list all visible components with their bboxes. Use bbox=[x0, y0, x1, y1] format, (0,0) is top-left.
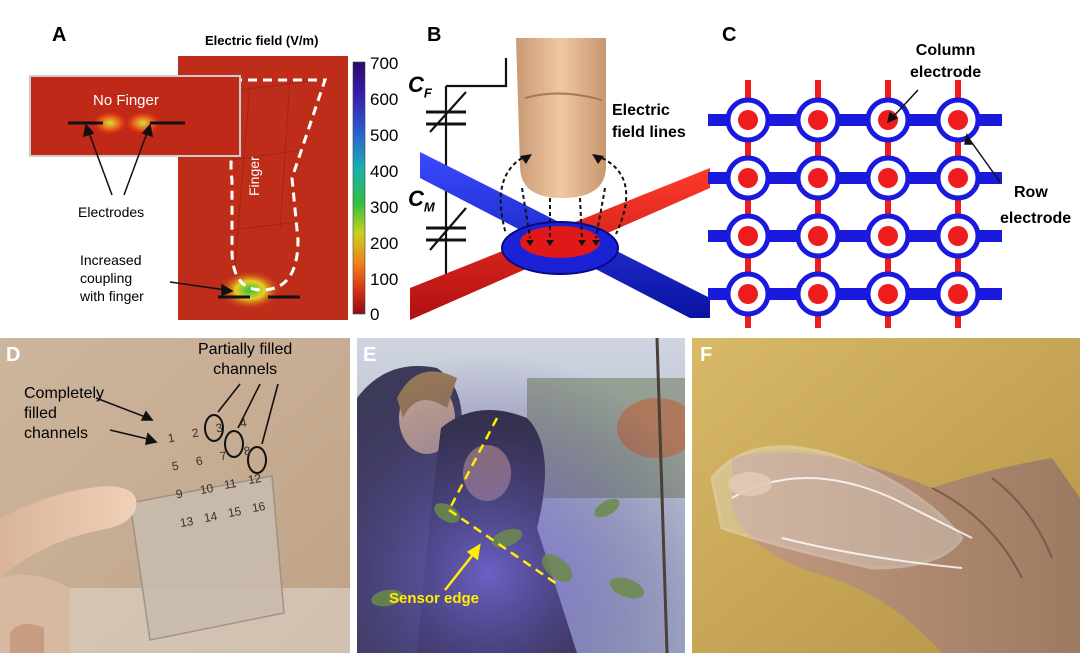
panel-f-photo: F bbox=[692, 338, 1080, 653]
panel-letter-e: E bbox=[363, 344, 377, 366]
arm-photo bbox=[0, 338, 350, 653]
sensor-sleeve bbox=[710, 445, 964, 570]
colorbar-tick: 0 bbox=[370, 305, 380, 324]
colorbar-tick: 100 bbox=[370, 270, 399, 289]
electrode-node bbox=[738, 110, 758, 130]
panel-letter-f: F bbox=[700, 344, 713, 366]
sensor-pixel-number: 14 bbox=[202, 508, 219, 526]
sensor-pixel-number: 13 bbox=[178, 513, 195, 531]
panel-letter-b: B bbox=[427, 24, 442, 46]
field-photo bbox=[357, 338, 685, 653]
colorbar-tick: 200 bbox=[370, 234, 399, 253]
finger-sleeve-photo bbox=[692, 338, 1080, 653]
electrode-node bbox=[948, 284, 968, 304]
field-title: Electric field (V/m) bbox=[205, 33, 319, 48]
partially-filled-label: Partially filled channels bbox=[198, 341, 293, 378]
sensor-sheet bbox=[129, 475, 285, 641]
field-simulation-figure bbox=[29, 56, 366, 320]
colorbar-tick: 700 bbox=[370, 54, 399, 73]
electrode-node bbox=[948, 226, 968, 246]
electrode-node bbox=[738, 284, 758, 304]
colorbar bbox=[352, 61, 366, 315]
sensor-edge-lines bbox=[447, 417, 558, 586]
circuit bbox=[426, 58, 508, 300]
inset-label: No Finger bbox=[93, 92, 159, 109]
electrode-node bbox=[878, 168, 898, 188]
electrode-node bbox=[808, 168, 828, 188]
sensor-pixel-number: 16 bbox=[250, 498, 267, 516]
completely-filled-label: Completely filled channels bbox=[24, 385, 105, 442]
panel-e-photo: E Sensor edge bbox=[357, 338, 685, 653]
electrode-grid bbox=[708, 80, 1002, 328]
finger-label: Finger bbox=[246, 156, 262, 196]
cf-label: CF bbox=[408, 72, 432, 101]
field-lines-label: Electric field lines bbox=[612, 102, 686, 141]
colorbar-tick: 300 bbox=[370, 198, 399, 217]
field-lines bbox=[499, 157, 628, 241]
sensor-pixel-number: 15 bbox=[226, 503, 243, 521]
hotspot bbox=[218, 270, 282, 310]
electrodes-label: Electrodes bbox=[78, 204, 145, 220]
electrode-node bbox=[878, 284, 898, 304]
sensor-pixel-number: 11 bbox=[222, 476, 238, 492]
sensor-pixel-number: 12 bbox=[246, 470, 263, 488]
panel-letter-c: C bbox=[722, 24, 737, 46]
sensor-edge-label: Sensor edge bbox=[389, 590, 480, 607]
electrode-node bbox=[808, 226, 828, 246]
colorbar-tick: 500 bbox=[370, 126, 399, 145]
hand bbox=[732, 452, 1080, 653]
electrode-node bbox=[738, 168, 758, 188]
electrode-node bbox=[948, 110, 968, 130]
panel-letter-d: D bbox=[6, 344, 21, 366]
column-electrode-label: Column electrode bbox=[910, 42, 982, 81]
colorbar-tick: 400 bbox=[370, 162, 399, 181]
electrode-node bbox=[878, 226, 898, 246]
panel-letter-a: A bbox=[52, 24, 67, 46]
electrode-node bbox=[808, 110, 828, 130]
sensor-pixel-number: 10 bbox=[198, 480, 215, 498]
electrode-node bbox=[808, 284, 828, 304]
pointing-finger bbox=[0, 486, 137, 578]
cm-label: CM bbox=[408, 186, 435, 215]
colorbar-tick: 600 bbox=[370, 90, 399, 109]
panel-d-photo: D Completely filled channels Partially f… bbox=[0, 338, 350, 653]
electrode-node bbox=[948, 168, 968, 188]
row-electrode-label: Row electrode bbox=[1000, 184, 1072, 227]
capacitance-diagram bbox=[410, 38, 710, 320]
coupling-label: Increased coupling with finger bbox=[80, 252, 144, 304]
electrode-node bbox=[738, 226, 758, 246]
finger-illustration bbox=[516, 38, 606, 198]
